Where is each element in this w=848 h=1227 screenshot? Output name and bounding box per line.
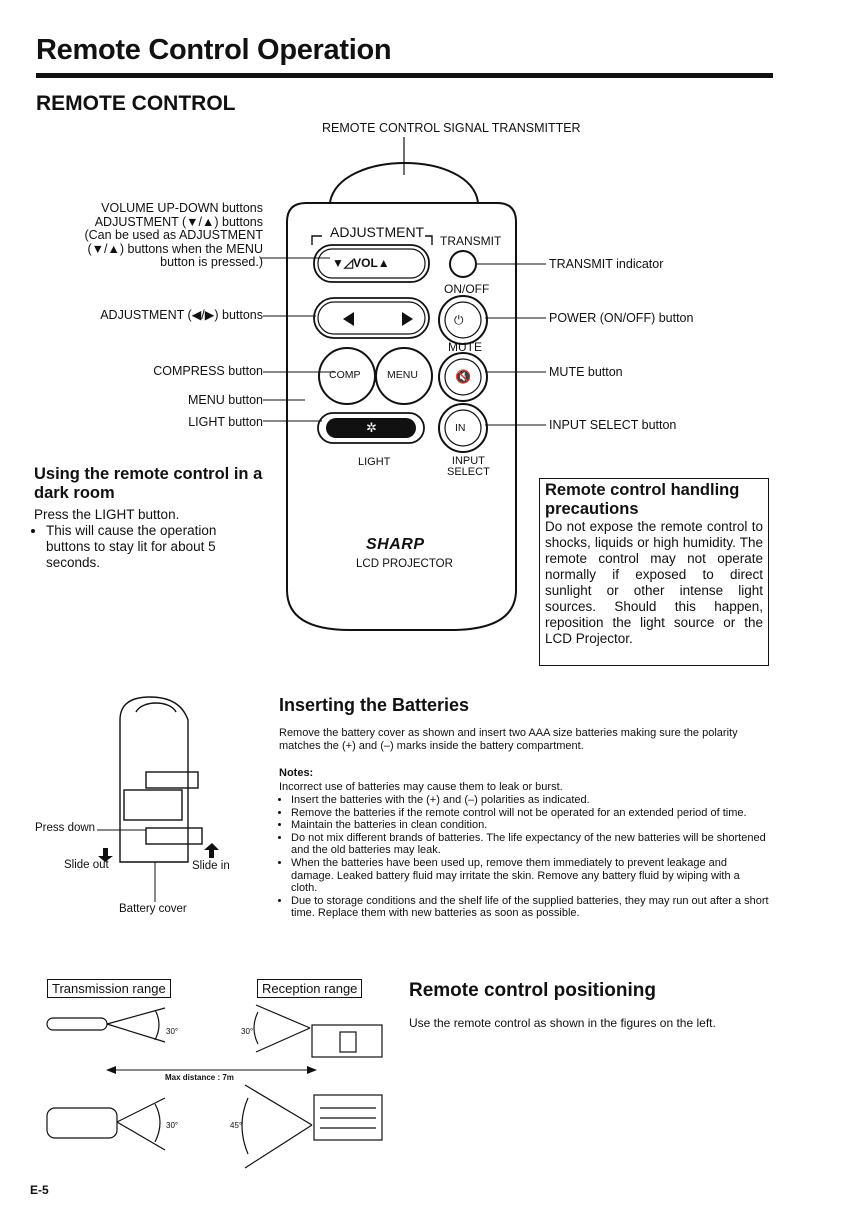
angle-label: 30° (166, 1027, 179, 1036)
remote-onoff-text: ON/OFF (444, 282, 490, 296)
note-item: Due to storage conditions and the shelf … (291, 895, 769, 920)
sharp-logo: SHARP (366, 536, 425, 553)
remote-adjustment-text: ADJUSTMENT (330, 224, 425, 240)
angle-label: 45° (230, 1121, 243, 1130)
remote-product-text: LCD PROJECTOR (356, 558, 453, 570)
precautions-title: Remote control handling precautions (545, 481, 740, 518)
light-icon: ✲ (366, 420, 377, 435)
dark-room-bullet: This will cause the operation buttons to… (34, 523, 244, 571)
remote-transmit-text: TRANSMIT (440, 234, 502, 248)
dark-room-title: Using the remote control in a dark room (34, 465, 263, 502)
adjustment-lr-label: ADJUSTMENT (◀/▶) buttons (100, 308, 263, 322)
remote-light-text: LIGHT (358, 456, 391, 468)
note-item: Do not mix different brands of batteries… (291, 832, 769, 857)
notes-title: Notes: (279, 767, 314, 779)
section-title: REMOTE CONTROL (36, 92, 236, 115)
menu-label: MENU button (187, 393, 263, 407)
page-title: Remote Control Operation (36, 34, 392, 66)
transmission-range-label: Transmission range (47, 979, 171, 998)
vol-button: ▼◿VOL▲ (332, 256, 390, 270)
power-button-label: POWER (ON/OFF) button (549, 311, 694, 325)
max-distance-label: Max distance : 7m (165, 1073, 234, 1082)
precautions-text: Do not expose the remote control to shoc… (545, 519, 763, 646)
precautions-box: Remote control handling precautions Do n… (539, 478, 769, 666)
light-label: LIGHT button (188, 415, 263, 429)
batteries-intro: Remove the battery cover as shown and in… (279, 727, 738, 752)
note-item: When the batteries have been used up, re… (291, 857, 769, 895)
input-select-label: INPUT SELECT button (549, 418, 677, 432)
note-item: Insert the batteries with the (+) and (–… (291, 794, 769, 807)
remote-mute-text: MUTE (448, 340, 482, 354)
menu-button-text: MENU (387, 369, 418, 381)
title-rule (36, 73, 773, 78)
positioning-text: Use the remote control as shown in the f… (409, 1016, 716, 1030)
dark-room-intro: Press the LIGHT button. (34, 507, 180, 522)
page-number: E-5 (30, 1183, 49, 1197)
note-item: Remove the batteries if the remote contr… (291, 807, 769, 820)
dark-room-bullet-text: This will cause the operation buttons to… (46, 523, 244, 571)
signal-transmitter-label: REMOTE CONTROL SIGNAL TRANSMITTER (322, 121, 581, 135)
note-item: Maintain the batteries in clean conditio… (291, 819, 769, 832)
transmit-indicator-label: TRANSMIT indicator (549, 257, 664, 271)
comp-button-text: COMP (329, 369, 361, 381)
volume-buttons-label: VOLUME UP-DOWN buttons ADJUSTMENT (▼/▲) … (84, 201, 263, 269)
press-down-label: Press down (35, 822, 96, 834)
notes-list: Insert the batteries with the (+) and (–… (279, 794, 769, 920)
slide-out-label: Slide out (64, 859, 109, 871)
mute-icon: 🔇 (455, 369, 472, 384)
remote-input-select-text: INPUT SELECT (447, 455, 490, 478)
angle-label: 30° (241, 1027, 254, 1036)
positioning-title: Remote control positioning (409, 980, 656, 1001)
in-button-text: IN (455, 422, 466, 434)
slide-in-label: Slide in (192, 860, 230, 872)
compress-label: COMPRESS button (153, 364, 263, 378)
angle-label: 30° (166, 1121, 179, 1130)
batteries-title: Inserting the Batteries (279, 695, 470, 715)
notes-intro: Incorrect use of batteries may cause the… (279, 781, 563, 793)
power-icon: ⏻ (454, 313, 464, 327)
mute-button-label: MUTE button (549, 365, 623, 379)
battery-cover-label: Battery cover (119, 903, 187, 915)
reception-range-label: Reception range (257, 979, 363, 998)
